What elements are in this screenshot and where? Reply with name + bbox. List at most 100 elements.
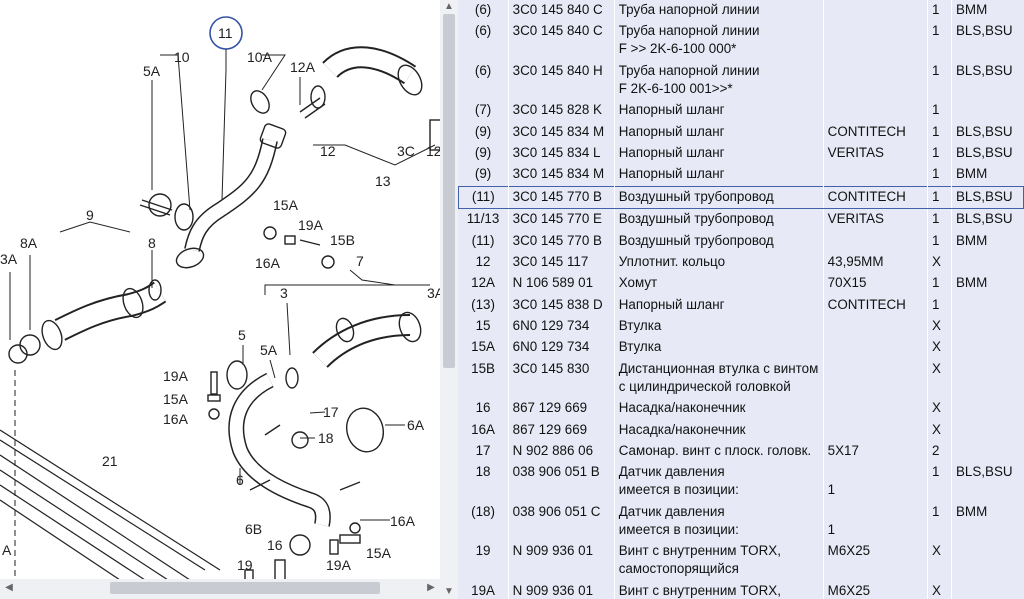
svg-text:3: 3 [280,285,288,301]
cell-model-code [951,541,1023,580]
cell-model-code: BMM [955,275,988,291]
svg-text:21: 21 [102,453,118,469]
exploded-diagram-pane[interactable]: 11 10 10A 5A 12A 9 8A 8 3A 15A 19A 15B 1… [0,0,440,599]
diagram-vertical-scroll-thumb[interactable] [443,14,455,368]
cell-model-code [951,337,1023,358]
diagram-horizontal-scrollbar[interactable]: ◀ ▶ [0,579,440,599]
cell-part-number: 3C0 145 840 C [508,21,615,61]
cell-supplier: VERITAS [823,142,928,165]
part-name-line: имеется в позиции: [618,521,739,537]
svg-text:6A: 6A [407,417,425,433]
cell-quantity: 1 [927,142,952,165]
part-name-line: Винт с внутренним TORX, [618,543,781,559]
cell-quantity: X [927,251,952,274]
svg-text:12: 12 [426,143,440,159]
cell-quantity: X [927,398,952,420]
cell-part-number: 3C0 145 834 L [508,142,615,165]
cell-quantity: 1 [927,208,952,231]
scroll-right-icon[interactable]: ▶ [427,582,435,593]
cell-model-code: BLS,BSU [955,144,1013,160]
cell-part-name: Труба напорной линии [614,0,824,22]
cell-part-number: 038 906 051 B [508,462,615,502]
cell-model-code: BLS,BSU [955,211,1013,227]
cell-position: (6) [458,60,509,101]
cell-part-name: Датчик давления имеется в позиции: [614,501,824,542]
diagram-vertical-scrollbar[interactable]: ▲ ▼ [440,0,458,599]
cell-part-number: 3C0 145 840 H [508,60,615,101]
cell-position: 15A [458,337,509,359]
cell-position: 12 [458,251,509,274]
cell-position: 15B [458,358,509,399]
part-name-line: Напорный шланг [618,296,725,312]
svg-text:10: 10 [174,49,190,65]
part-name-line: Самонар. винт с плоск. головк. [618,443,812,459]
cell-model-code: BLS,BSU [955,62,1013,78]
scroll-left-icon[interactable]: ◀ [5,582,13,593]
cell-position: 12A [458,273,509,295]
svg-text:6B: 6B [245,521,262,537]
svg-text:16A: 16A [390,513,416,529]
svg-text:9: 9 [86,207,94,223]
cell-supplier: 1 [823,501,928,542]
cell-supplier: 43,95MM [823,251,928,274]
part-name-line: Напорный шланг [618,166,725,182]
svg-text:11: 11 [218,25,233,41]
cell-part-name: Насадка/наконечник [614,419,824,442]
part-name-line: Датчик давления [618,503,725,519]
svg-text:15A: 15A [366,545,392,561]
cell-part-number: 3C0 145 770 B [508,230,615,252]
cell-model-code: BLS,BSU [955,464,1013,480]
svg-text:16A: 16A [163,411,189,427]
cell-position: 16 [458,398,509,420]
part-name-line: F >> 2K-6-100 000* [618,41,737,57]
part-name-line: Напорный шланг [618,123,725,139]
part-name-line: Напорный шланг [618,144,725,160]
cell-part-number: 3C0 145 838 D [508,294,615,317]
cell-model-code [951,581,1023,599]
cell-extra-value: 1 [827,482,836,498]
cell-model-code: BMM [955,2,988,17]
cell-part-name: Напорный шланг [614,164,824,187]
svg-text:3A: 3A [0,251,18,267]
svg-text:19: 19 [237,557,253,573]
part-name-line: Воздушный трубопровод [618,211,774,227]
svg-text:10A: 10A [247,49,273,65]
part-name-line: Втулка [618,339,662,355]
cell-position: (9) [458,121,509,143]
diagram-horizontal-scroll-thumb[interactable] [110,582,380,594]
cell-position: (9) [458,142,509,165]
cell-position: (7) [458,100,509,122]
cell-position: 19A [458,580,509,599]
cell-model-code [951,420,1023,441]
cell-position: (13) [458,294,509,317]
part-name-line: Насадка/наконечник [618,400,746,416]
cell-quantity: 1 [927,185,952,210]
scroll-down-icon[interactable]: ▼ [444,586,454,597]
cell-model-code: BMM [955,166,988,182]
svg-text:8: 8 [148,235,156,251]
scroll-up-icon[interactable]: ▲ [444,1,454,12]
